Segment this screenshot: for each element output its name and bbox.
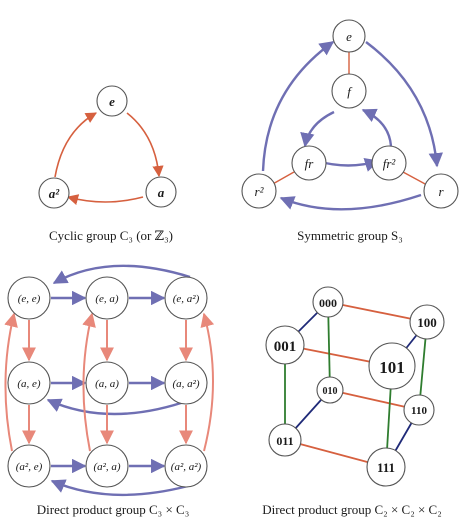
node-a2e: (a², e) [7,444,51,488]
edge-r2-to-e [261,41,335,172]
node-f: f [331,73,367,109]
node-100: 100 [409,304,445,340]
node-ea: (e, a) [85,276,129,320]
svg-text:(a, e): (a, e) [17,378,41,390]
node-fr: fr [291,145,327,181]
edge-aa2-ae [46,398,191,416]
edge-a2a2-ea2 [200,312,215,452]
svg-text:fr²: fr² [383,156,397,171]
edge-e-to-r [365,41,443,168]
node-001: 001 [265,325,305,365]
svg-text:r: r [438,184,444,199]
svg-text:111: 111 [377,460,395,475]
edge-f-to-fr [300,110,335,148]
edge-a2-to-e [54,112,97,178]
svg-text:(a, a): (a, a) [95,378,119,390]
node-a2: a² [38,177,70,209]
node-a: a [145,176,177,208]
svg-text:101: 101 [379,358,405,377]
svg-text:e: e [109,94,115,109]
svg-text:(a², a): (a², a) [93,461,120,473]
node-110: 110 [403,394,435,426]
svg-text:000: 000 [319,296,337,310]
edge-a-to-a2 [66,194,144,206]
svg-text:(e, e): (e, e) [18,293,41,305]
node-a2a2: (a², a²) [164,444,208,488]
node-fr2: fr² [371,145,407,181]
svg-text:010: 010 [323,386,338,397]
node-010: 010 [316,376,344,404]
svg-text:(e, a²): (e, a²) [173,293,200,305]
symmetric-group-panel: e f fr fr² r² r Symmetric group S₃ [241,19,459,243]
svg-text:001: 001 [274,339,297,355]
svg-text:a: a [158,185,165,200]
edge-a2a-ea [82,312,96,452]
node-ae: (a, e) [7,361,51,405]
c2xc2xc2-panel: 000 100 001 101 010 110 011 111 [262,286,445,517]
svg-text:e: e [346,29,352,44]
svg-text:011: 011 [276,434,293,448]
svg-text:100: 100 [417,315,437,330]
svg-text:a²: a² [49,186,61,201]
svg-text:(e, a): (e, a) [95,293,119,305]
edge-e-to-a [126,112,164,178]
node-e: e [96,85,128,117]
cyclic-caption: Cyclic group C₃ (or ℤ₃) [49,228,173,243]
c2xc2xc2-caption: Direct product group C₂ × C₂ × C₂ [262,502,442,517]
edge-fr-r2 [270,171,295,186]
node-111: 111 [366,447,406,487]
svg-text:(a², a²): (a², a²) [171,461,202,473]
c3xc3-panel: (e, e) (e, a) (e, a²) (a, e) (a, a) (a, … [4,264,215,517]
node-011: 011 [268,423,302,457]
edge-a2e-ee [4,312,18,452]
svg-text:110: 110 [411,405,427,417]
node-aa2: (a, a²) [164,361,208,405]
c3xc3-caption: Direct product group C₃ × C₃ [37,502,190,517]
edge-fr2-r [402,171,428,186]
node-ee: (e, e) [7,276,51,320]
node-r2: r² [241,173,277,209]
edge-a2a2-a2e [50,479,189,497]
edge-r-to-r2 [279,193,422,211]
edge-ea2-ee [52,264,191,285]
svg-text:r²: r² [255,184,265,199]
node-ea2: (e, a²) [164,276,208,320]
node-e: e [332,19,366,53]
node-101: 101 [368,342,416,390]
symmetric-caption: Symmetric group S₃ [297,228,403,243]
node-a2a: (a², a) [85,444,129,488]
svg-text:(a, a²): (a, a²) [172,378,199,390]
svg-text:f: f [347,84,353,99]
node-000: 000 [312,286,344,318]
svg-text:fr: fr [305,156,315,171]
node-aa: (a, a) [85,361,129,405]
edge-fr2-to-f [361,108,393,147]
cyclic-group-panel: e a a² Cyclic group C₃ (or ℤ₃) [38,85,177,243]
node-r: r [423,173,459,209]
svg-text:(a², e): (a², e) [16,461,43,473]
